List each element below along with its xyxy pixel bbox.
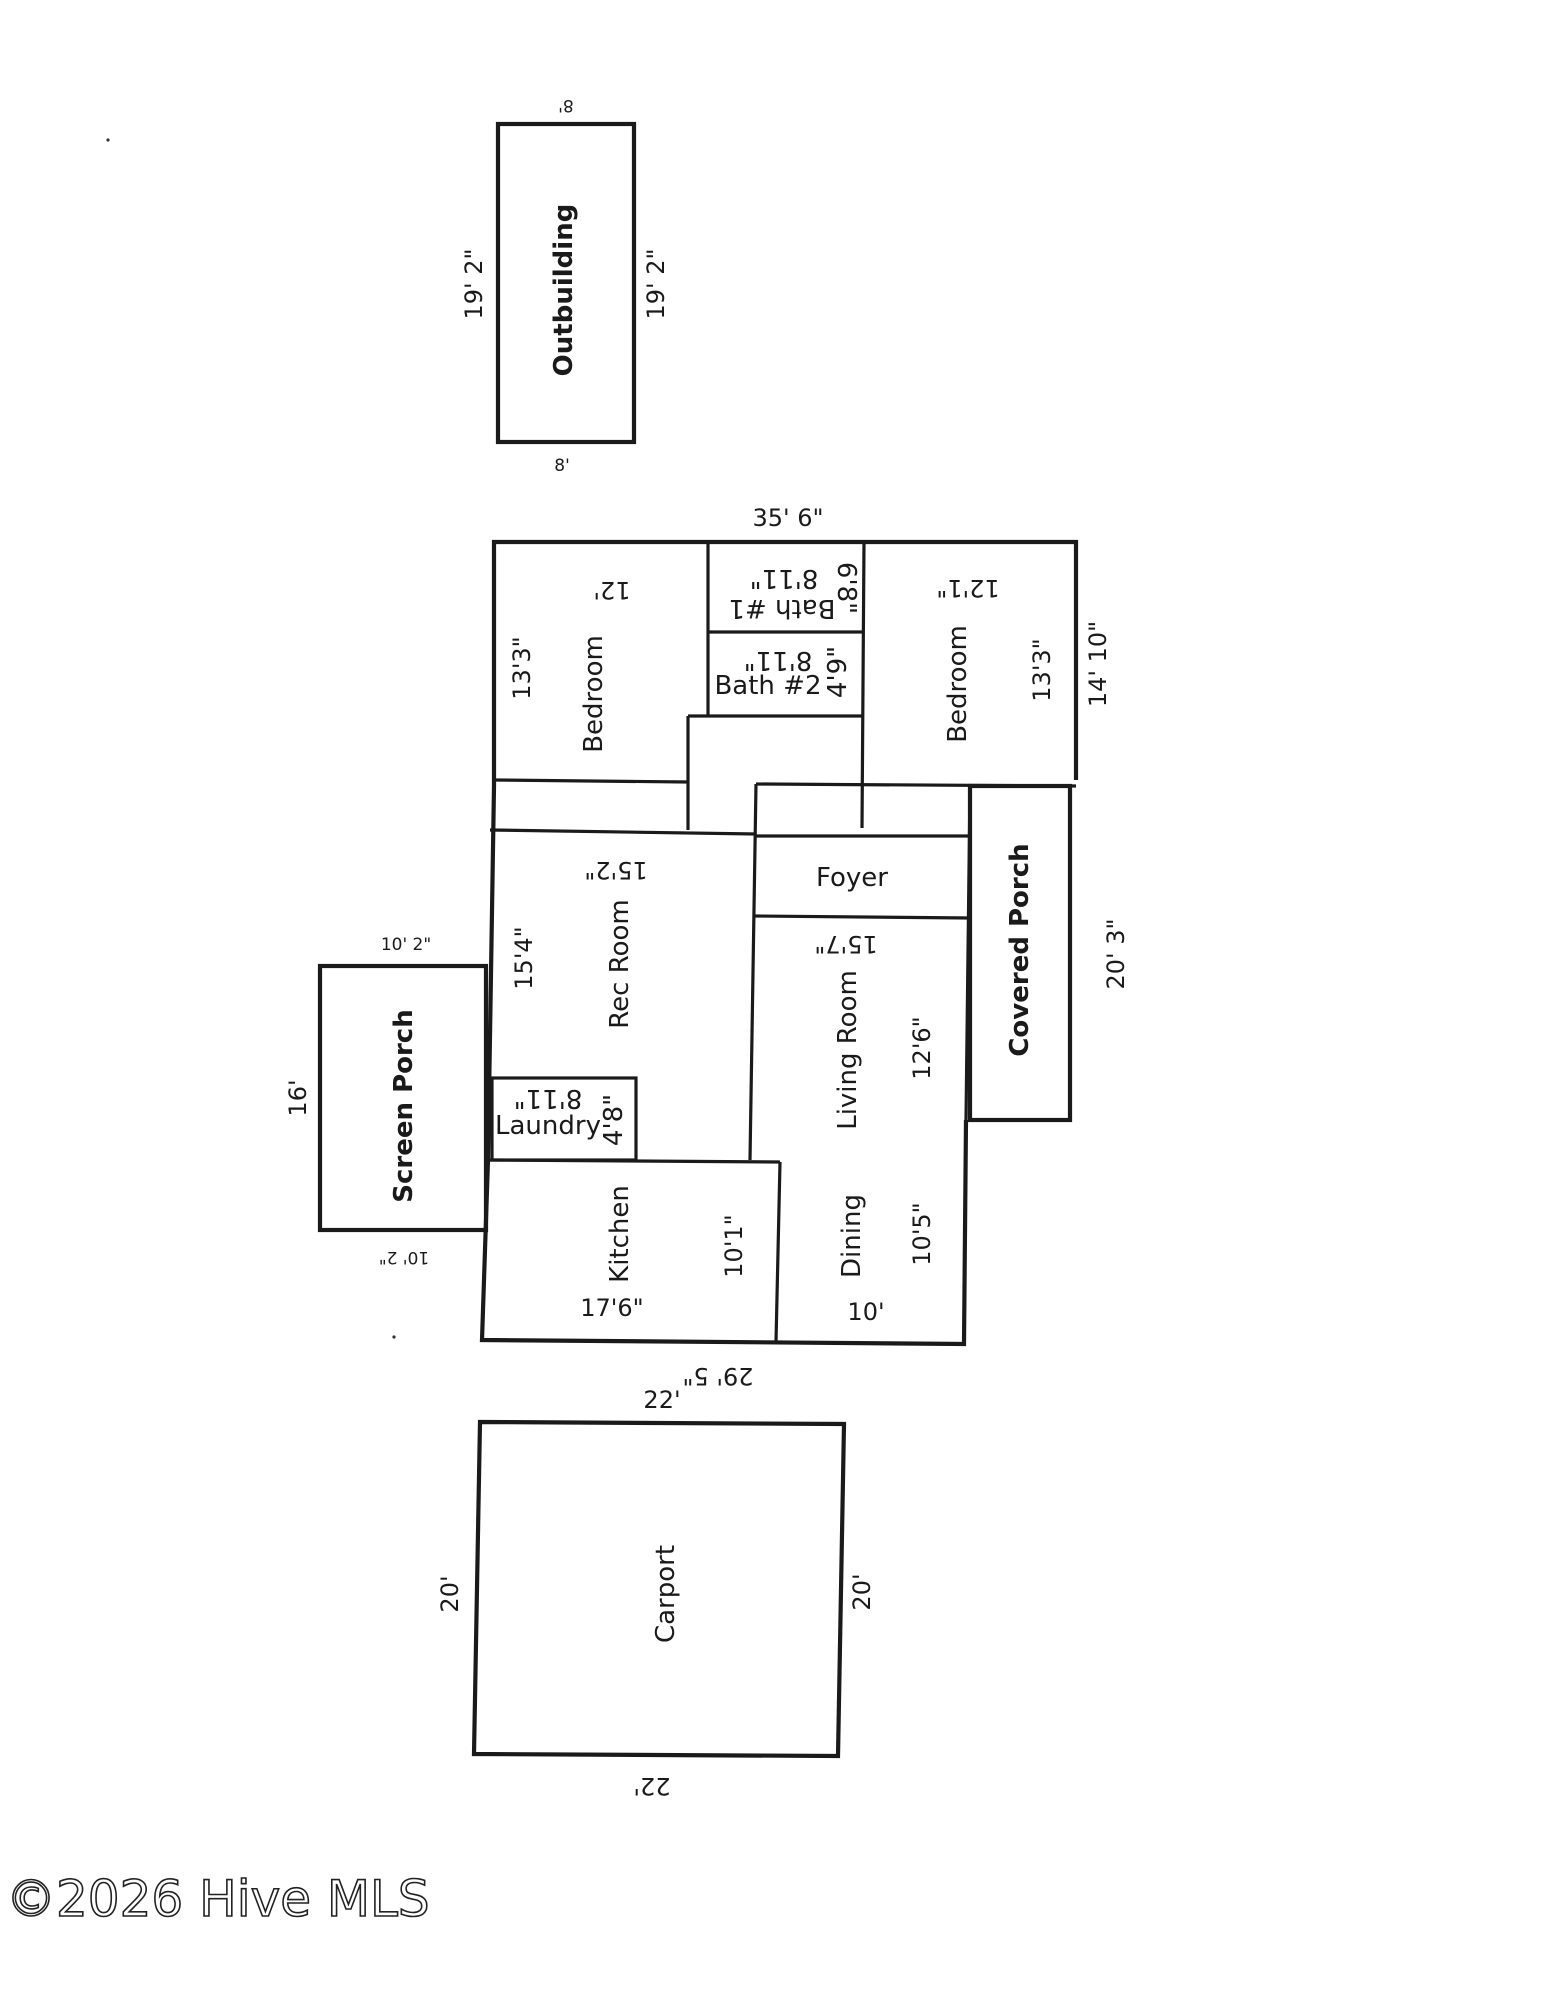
living-room-label: Living Room (833, 970, 863, 1130)
dining-dim-height: 10'5" (908, 1202, 936, 1265)
bedroom-right: Bedroom 12'1" 13'3" 14' 10" (936, 574, 1112, 743)
living-room: Living Room 15'7" 12'6" (814, 930, 936, 1130)
rec-room-dim-width: 15'2" (584, 856, 647, 884)
laundry-dim-height: 4'8" (599, 1094, 629, 1146)
screen-porch-outline (317, 963, 489, 1233)
rec-room-label: Rec Room (605, 899, 635, 1029)
kitchen-label: Kitchen (605, 1185, 635, 1283)
outbuilding-dim-left: 19' 2" (460, 248, 488, 319)
carport-label: Carport (651, 1545, 681, 1643)
bedroom-right-dim-width: 12'1" (936, 574, 999, 602)
dining-label: Dining (837, 1194, 867, 1278)
carport-dim-left: 20' (436, 1575, 464, 1612)
living-room-dim-height: 12'6" (908, 1016, 936, 1079)
laundry: 8'11" Laundry 4'8" (495, 1083, 629, 1146)
outbuilding-dim-top: 8' (558, 95, 574, 115)
bedroom-right-label: Bedroom (943, 625, 973, 743)
dining: Dining 10' 10'5" (837, 1194, 936, 1326)
rec-room-dim-height: 15'4" (510, 926, 538, 989)
outbuilding-dim-right: 19' 2" (642, 248, 670, 319)
screen-porch: Screen Porch 10' 2" 10' 2" 16' (284, 935, 489, 1267)
screen-porch-label: Screen Porch (389, 1009, 419, 1202)
outbuilding-outline (495, 121, 637, 445)
speck (392, 1335, 396, 1339)
carport-outline (471, 1419, 847, 1759)
kitchen: Kitchen 17'6" 10'1" (580, 1185, 748, 1322)
bedroom-right-dim-outer: 14' 10" (1084, 621, 1112, 707)
carport: Carport 22' 22' 20' 20' (436, 1386, 876, 1800)
house-dim-top: 35' 6" (752, 504, 823, 532)
covered-porch-dim: 20' 3" (1102, 918, 1130, 989)
foyer-label: Foyer (816, 863, 888, 893)
house-dim-bottom: 29' 5" (682, 1362, 753, 1390)
screen-porch-dim-top: 10' 2" (381, 935, 431, 955)
laundry-outline (490, 1076, 638, 1162)
covered-porch-label: Covered Porch (1005, 843, 1035, 1056)
house-walls (479, 539, 1079, 1347)
outbuilding: Outbuilding 8' 8' 19' 2" 19' 2" (460, 95, 670, 476)
screen-porch-dim-side: 16' (284, 1079, 312, 1116)
bedroom-left-dim-height: 13'3" (508, 636, 536, 699)
bedroom-right-dim-height: 13'3" (1028, 638, 1056, 701)
bath1-dim-width: 8'11" (750, 563, 819, 593)
bath2-label: Bath #2 (714, 671, 821, 701)
outbuilding-dim-bottom: 8' (554, 456, 570, 476)
watermark: ©2026 Hive MLS (6, 1870, 430, 1928)
bedroom-left: Bedroom 12' 13'3" (508, 576, 631, 753)
screen-porch-dim-bottom: 10' 2" (379, 1247, 429, 1267)
bath1-dim-height: 6'8" (831, 562, 861, 614)
outbuilding-label: Outbuilding (549, 204, 579, 377)
laundry-dim-width: 8'11" (514, 1083, 583, 1113)
laundry-label: Laundry (495, 1111, 601, 1141)
bedroom-left-label: Bedroom (579, 635, 609, 753)
living-room-dim-width: 15'7" (814, 930, 877, 958)
bath1-label: Bath #1 (728, 593, 835, 623)
carport-dim-bottom: 22' (633, 1772, 670, 1800)
rec-room: Rec Room 15'2" 15'4" (510, 856, 648, 1029)
bath-2: 8'11" Bath #2 4'9" (714, 645, 853, 701)
speck (106, 138, 110, 142)
bath2-dim-width: 8'11" (744, 645, 813, 675)
bath-1: Bath #1 8'11" 6'8" (728, 562, 861, 623)
carport-dim-top: 22' (643, 1386, 680, 1414)
bedroom-left-dim-width: 12' (593, 576, 630, 604)
kitchen-dim-width: 17'6" (580, 1294, 643, 1322)
dining-dim-width: 10' (847, 1298, 884, 1326)
bath2-dim-height: 4'9" (823, 646, 853, 698)
kitchen-dim-height: 10'1" (720, 1214, 748, 1277)
carport-dim-right: 20' (848, 1573, 876, 1610)
